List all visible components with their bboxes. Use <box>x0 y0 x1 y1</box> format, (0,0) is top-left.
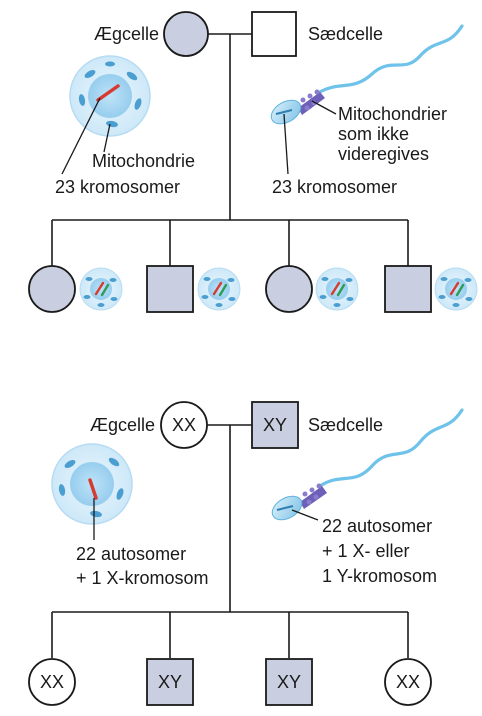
mitochondrion-label: Mitochondrie <box>92 151 195 171</box>
mother-symbol-label: XX <box>172 415 196 435</box>
mitochondria-not-passed-line-3: videregives <box>338 144 429 164</box>
offspring-son-xy-2 <box>265 658 313 706</box>
sperm-note-line-1: 22 autosomer <box>322 516 432 536</box>
sperm-note-line-2: + 1 X- eller <box>322 541 410 561</box>
offspring-symbol-1: XX <box>40 672 64 692</box>
offspring-cell-icon-3 <box>315 267 359 311</box>
sperm-cell-label: Sædcelle <box>308 24 383 44</box>
egg-chromosomes-pointer <box>61 97 101 175</box>
bottom-panel: XX XY Ægcelle Sædcelle 22 autosomer + 1 … <box>28 401 464 706</box>
mother-symbol-xx <box>160 401 208 449</box>
offspring-symbol-2: XY <box>158 672 182 692</box>
chromosome-icon <box>96 84 120 102</box>
egg-chromosomes-label: 23 kromosomer <box>55 177 180 197</box>
egg-note-line-1: 22 autosomer <box>76 544 186 564</box>
offspring-symbol-3: XY <box>277 672 301 692</box>
sperm-note-line-3: 1 Y-kromosom <box>322 566 437 586</box>
offspring-son-2 <box>384 265 432 313</box>
father-symbol-xy <box>251 401 299 449</box>
mitochondria-not-passed-pointer <box>311 100 337 115</box>
mitochondria-not-passed-line-2: som ikke <box>338 124 409 144</box>
egg-note-line-2: + 1 X-kromosom <box>76 568 209 588</box>
offspring-son-1 <box>146 265 194 313</box>
offspring-cell-icon-4 <box>434 267 478 311</box>
offspring-daughter-1 <box>28 265 76 313</box>
egg-cell-icon <box>69 55 151 137</box>
top-panel: Ægcelle Sædcelle Mitochondrie 23 kromoso… <box>28 11 478 313</box>
offspring-daughter-xx-1 <box>28 658 76 706</box>
father-symbol <box>251 11 297 57</box>
egg-cell-label-2: Ægcelle <box>90 415 155 435</box>
offspring-cell-icon-2 <box>197 267 241 311</box>
sperm-cell-icon <box>270 24 464 125</box>
egg-note-label: 22 autosomer + 1 X-kromosom <box>76 544 209 588</box>
sperm-note-pointer <box>291 509 319 521</box>
egg-cell-icon-2 <box>51 443 133 525</box>
mitochondria-not-passed-line-1: Mitochondrier <box>338 104 447 124</box>
sperm-note-label: 22 autosomer + 1 X- eller 1 Y-kromosom <box>322 516 437 586</box>
offspring-cell-icon-1 <box>79 267 123 311</box>
sperm-chromosomes-pointer <box>283 113 289 175</box>
sperm-cell-icon-2 <box>271 408 464 521</box>
sperm-cell-label-2: Sædcelle <box>308 415 383 435</box>
sperm-chromosomes-label: 23 kromosomer <box>272 177 397 197</box>
mother-symbol <box>163 11 209 57</box>
offspring-daughter-2 <box>265 265 313 313</box>
offspring-son-xy-1 <box>146 658 194 706</box>
offspring-symbol-4: XX <box>396 672 420 692</box>
mitochondrion-pointer <box>103 123 111 153</box>
mitochondria-not-passed-label: Mitochondrier som ikke videregives <box>338 104 452 164</box>
father-symbol-label: XY <box>263 415 287 435</box>
offspring-daughter-xx-2 <box>384 658 432 706</box>
egg-cell-label: Ægcelle <box>94 24 159 44</box>
